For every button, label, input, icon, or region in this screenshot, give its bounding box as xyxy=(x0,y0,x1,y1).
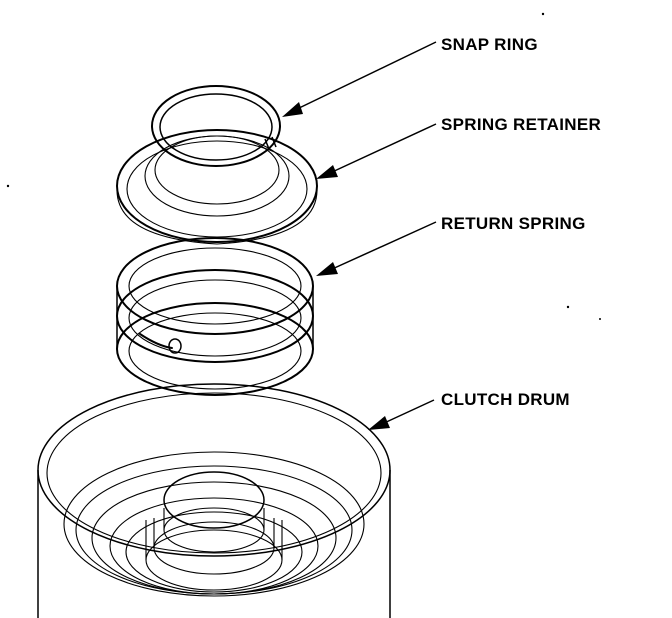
return-spring-arrowhead xyxy=(316,262,338,276)
spring-retainer-label: SPRING RETAINER xyxy=(441,115,601,134)
snap-ring-arrowhead xyxy=(282,102,303,117)
clutch-drum-label: CLUTCH DRUM xyxy=(441,390,570,409)
clutch-drum-arrowhead xyxy=(368,416,390,430)
leader-arrows xyxy=(282,41,437,430)
return-spring-label: RETURN SPRING xyxy=(441,214,586,233)
snap-ring xyxy=(151,85,281,167)
return-spring xyxy=(116,237,314,396)
return-spring-leader xyxy=(329,221,437,271)
snap-ring-leader xyxy=(294,41,437,111)
spring-retainer-leader xyxy=(329,123,437,174)
scan-specks xyxy=(6,12,601,320)
spring-retainer xyxy=(116,129,318,245)
spring-retainer-arrowhead xyxy=(316,165,338,179)
clutch-drum-leader xyxy=(381,399,435,425)
snap-ring-label: SNAP RING xyxy=(441,35,538,54)
clutch-drum xyxy=(37,383,391,618)
